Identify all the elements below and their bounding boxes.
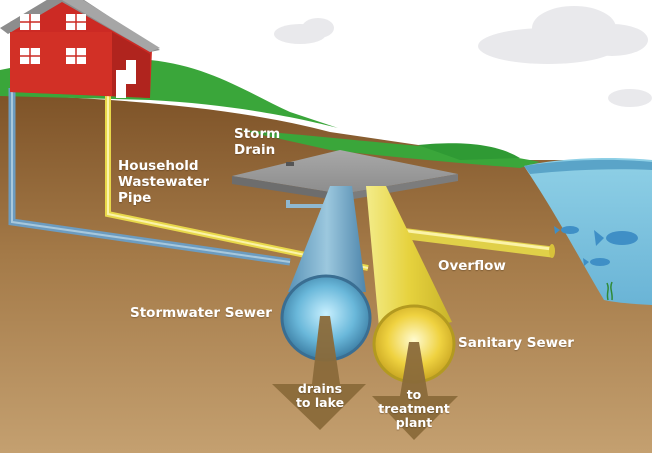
to-treatment-plant-arrow-icon — [372, 342, 458, 440]
house — [0, 0, 160, 98]
stormwater-sewer-label: Stormwater Sewer — [130, 305, 272, 321]
overflow-label: Overflow — [438, 258, 506, 274]
lake — [524, 158, 652, 305]
overflow-pipe — [391, 226, 553, 258]
cloud-icon — [274, 6, 652, 107]
sanitary-sewer-label: Sanitary Sewer — [458, 335, 574, 351]
drains-to-lake-arrow-icon — [272, 316, 366, 430]
seaweed-icon — [606, 281, 613, 301]
fish-icon — [554, 226, 638, 266]
